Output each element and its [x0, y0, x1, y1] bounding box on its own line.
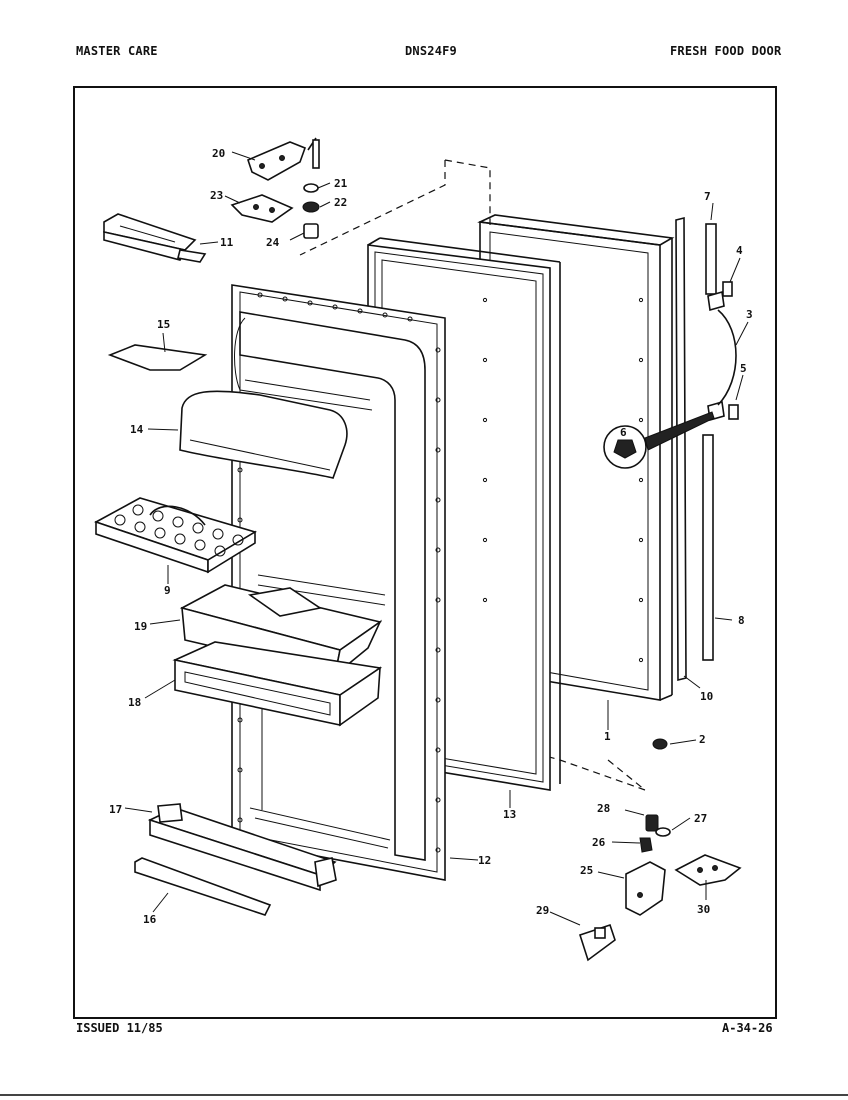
bottom-hinge-assembly: [578, 738, 742, 962]
callout-24: 24: [266, 236, 280, 249]
diagram-frame: [73, 86, 777, 1019]
callout-10: 10: [700, 690, 713, 703]
callout-1: 1: [604, 730, 611, 743]
inner-door-liner: [231, 284, 446, 881]
callout-9: 9: [164, 584, 171, 597]
callout-18: 18: [128, 696, 141, 709]
liner-fastener-holes: [237, 292, 644, 853]
callout-29: 29: [536, 904, 549, 917]
shelf-cover: [107, 344, 208, 371]
callout-19: 19: [134, 620, 147, 633]
callout-22: 22: [334, 196, 347, 209]
callout-20: 20: [212, 147, 225, 160]
page-code: A-34-26: [722, 1021, 773, 1035]
callout-15: 15: [157, 318, 170, 331]
leader-lines: [124, 151, 749, 926]
trim-strip: [134, 857, 272, 916]
callout-numbers: 20 21 23 22 24 11 15 14 9 19 18 17 16 12…: [109, 147, 753, 926]
callout-30: 30: [697, 903, 710, 916]
door-shelf-bar: [147, 803, 337, 892]
callout-13: 13: [503, 808, 516, 821]
callout-8: 8: [738, 614, 745, 627]
issue-date: ISSUED 11/85: [76, 1021, 163, 1035]
callout-2: 2: [699, 733, 706, 746]
callout-12: 12: [478, 854, 491, 867]
door-latch-wire: [603, 281, 739, 469]
egg-tray: [94, 497, 257, 574]
section-title: FRESH FOOD DOOR: [670, 44, 782, 58]
callout-4: 4: [736, 244, 743, 257]
dairy-cover: [179, 390, 348, 479]
callout-5: 5: [740, 362, 747, 375]
callout-28: 28: [597, 802, 610, 815]
callout-21: 21: [334, 177, 348, 190]
callout-27: 27: [694, 812, 707, 825]
top-hinge-assembly: [230, 137, 320, 239]
callout-6: 6: [620, 426, 627, 439]
door-top-cap: [103, 213, 207, 263]
callout-3: 3: [746, 308, 753, 321]
callout-16: 16: [143, 913, 157, 926]
callout-11: 11: [220, 236, 234, 249]
callout-26: 26: [592, 836, 606, 849]
callout-25: 25: [580, 864, 593, 877]
brand-label: MASTER CARE: [76, 44, 158, 58]
callout-17: 17: [109, 803, 122, 816]
page-bottom-rule: [0, 1094, 848, 1096]
callout-23: 23: [210, 189, 223, 202]
door-side-strips: [675, 216, 717, 682]
callout-7: 7: [704, 190, 711, 203]
butter-bin: [172, 641, 383, 727]
callout-14: 14: [130, 423, 144, 436]
model-number: DNS24F9: [405, 44, 457, 58]
